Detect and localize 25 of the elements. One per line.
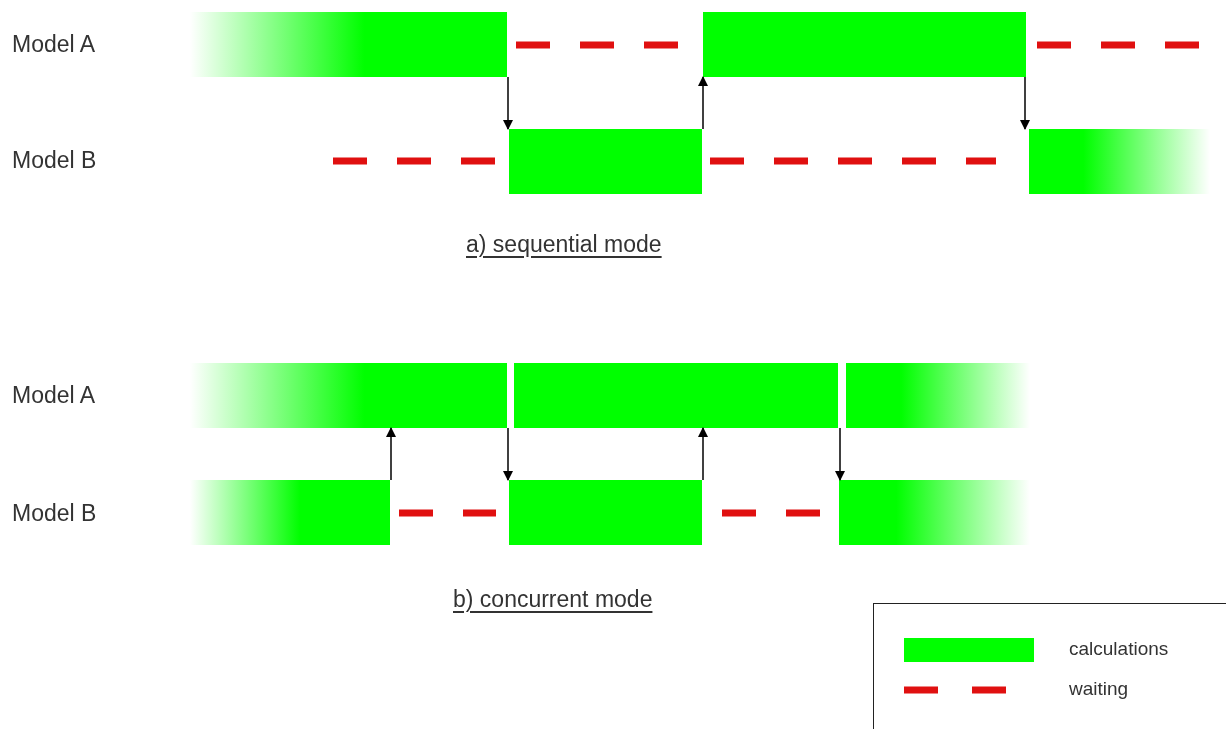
arrow [1020,76,1030,130]
row-label: Model B [12,149,97,172]
fading-bar [190,480,390,545]
panel-caption: b) concurrent mode [453,588,653,611]
legend-label: calculations [1069,639,1169,658]
row-label: Model A [12,33,96,56]
arrow [503,76,513,130]
arrow [835,427,845,481]
arrow [386,427,396,481]
calculation-bar [703,12,1026,77]
panel-caption: a) sequential mode [466,233,662,256]
arrow [503,427,513,481]
fading-bar [846,363,1030,428]
legend-label: waiting [1069,679,1129,698]
calculation-bar [509,129,702,194]
row-label: Model B [12,502,97,525]
calculation-bar [509,480,702,545]
arrow [698,76,708,130]
calculation-bar [514,363,838,428]
fading-bar [1029,129,1210,194]
arrow [698,427,708,481]
row-label: Model A [12,384,96,407]
fading-bar [190,363,507,428]
fading-bar [190,12,507,77]
fading-bar [839,480,1030,545]
